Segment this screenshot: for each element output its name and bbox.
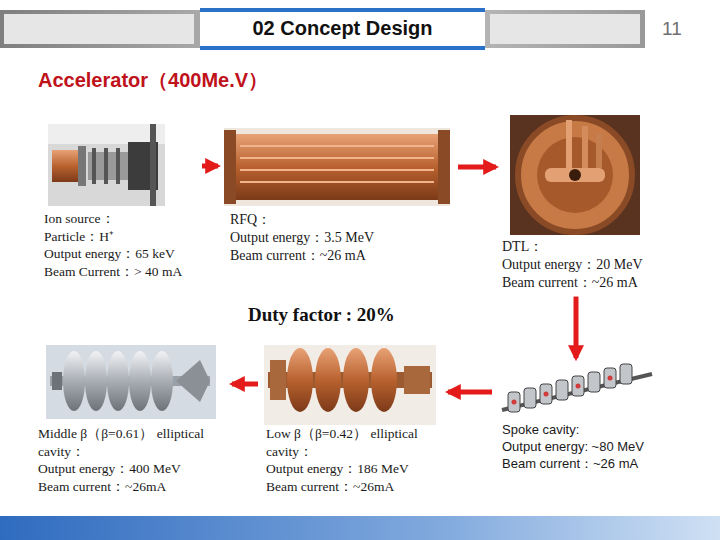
component-spec: Output energy：400 MeV [38, 460, 226, 478]
component-name: Spoke cavity: [502, 422, 660, 439]
component-panel: Spoke cavity:Output energy: ~80 MeVBeam … [496, 362, 662, 473]
component-spec: Beam current：~26mA [38, 478, 226, 496]
flow-arrow [448, 390, 492, 395]
component-spec: Beam current：~26mA [266, 478, 442, 496]
component-panel: Low β（β=0.42） elliptical cavity：Output e… [262, 343, 444, 495]
component-spec: Beam Current：> 40 mA [44, 263, 196, 281]
component-spec: Output energy: ~80 MeV [502, 439, 660, 456]
component-panel: Ion source：Particle：H⁺Output energy：65 k… [44, 122, 198, 280]
component-spec: Output energy：186 MeV [266, 460, 442, 478]
dtl-photo [510, 115, 640, 235]
flow-arrow [232, 382, 258, 387]
duty-factor-note: Duty factor : 20% [248, 304, 395, 326]
component-spec: Particle：H⁺ [44, 228, 196, 246]
component-spec: Output energy：20 MeV [502, 256, 650, 274]
ion-source-photo [48, 124, 165, 206]
middle-beta-cavity-photo [46, 345, 216, 419]
component-spec: Output energy：3.5 MeV [230, 229, 452, 247]
component-spec: Beam current：~26 mA [502, 274, 650, 292]
component-panel: DTL：Output energy：20 MeVBeam current：~26… [500, 113, 652, 293]
spoke-cavity-photo [502, 364, 652, 412]
slide-title: 02 Concept Design [200, 17, 485, 40]
footer-bar [0, 516, 720, 540]
component-panel: Middle β（β=0.61） elliptical cavity：Outpu… [36, 343, 228, 495]
component-spec: Beam current：~26 mA [502, 456, 660, 473]
component-name: Low β（β=0.42） elliptical cavity： [266, 425, 442, 460]
section-heading: Accelerator（400Me.V） [38, 67, 268, 94]
component-name: RFQ： [230, 211, 452, 229]
flow-arrow [574, 297, 579, 358]
flow-arrow [458, 165, 496, 170]
component-name: Middle β（β=0.61） elliptical cavity： [38, 425, 226, 460]
component-panel: RFQ：Output energy：3.5 MeVBeam current：~2… [222, 123, 454, 266]
header-bar [0, 8, 720, 50]
flow-arrow [202, 164, 218, 169]
page-number: 11 [662, 18, 682, 40]
component-spec: Beam current：~26 mA [230, 247, 452, 265]
rfq-photo [224, 128, 450, 206]
low-beta-cavity-photo [264, 345, 436, 425]
component-name: Ion source： [44, 210, 196, 228]
component-name: DTL： [502, 238, 650, 256]
component-spec: Output energy：65 keV [44, 245, 196, 263]
